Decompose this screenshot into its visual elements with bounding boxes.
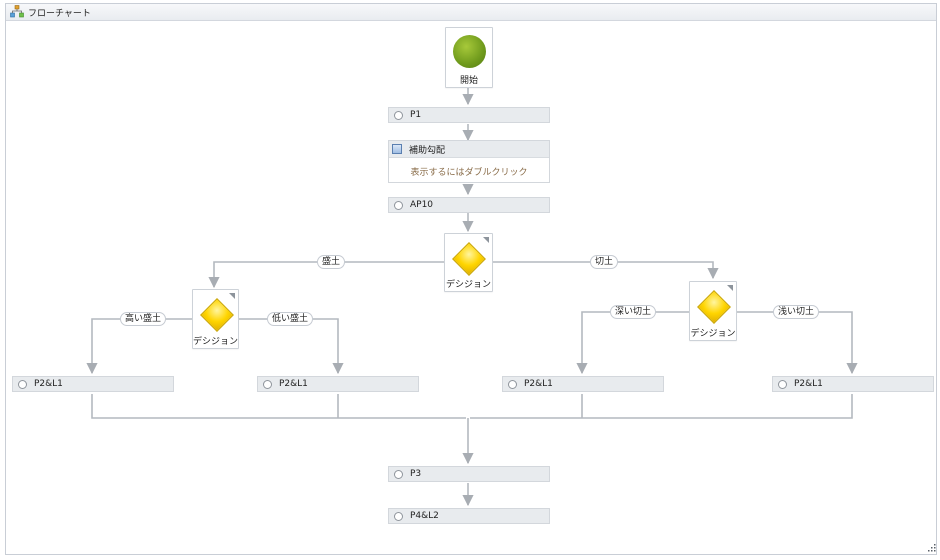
edge-merge-d [470, 394, 853, 419]
sequence-activity[interactable]: 補助勾配 表示するにはダブルクリック [388, 140, 550, 183]
edge-deep-cut [576, 311, 689, 375]
activity-p3[interactable]: P3 [388, 466, 550, 482]
resize-grip-icon[interactable] [926, 542, 936, 552]
flowchart-icon [10, 5, 24, 18]
sequence-icon [392, 144, 402, 154]
decision-label: デシジョン [445, 280, 491, 290]
decision-main[interactable]: デシジョン [444, 233, 493, 292]
activity-p1[interactable]: P1 [388, 107, 550, 123]
activity-ap10[interactable]: AP10 [388, 197, 550, 213]
activity-radio-icon [508, 380, 517, 389]
edge-label-cut: 切土 [589, 255, 619, 269]
edge-high-fill [86, 318, 192, 375]
edge-merge-a [91, 394, 466, 419]
decision-corner-marker [727, 285, 733, 291]
start-label: 開始 [459, 76, 478, 86]
edge-low-fill [239, 318, 344, 375]
edge-label-deep-cut: 深い切土 [609, 305, 657, 319]
activity-label: P2&L1 [794, 379, 823, 389]
activity-label: P2&L1 [34, 379, 63, 389]
activity-radio-icon [394, 111, 403, 120]
activity-label: P2&L1 [524, 379, 553, 389]
decision-label: デシジョン [690, 329, 736, 339]
decision-left[interactable]: デシジョン [192, 289, 239, 349]
activity-radio-icon [394, 201, 403, 210]
designer-title: フローチャート [28, 9, 91, 19]
activity-p2l1-d[interactable]: P2&L1 [772, 376, 934, 392]
edge-shallow-cut [737, 311, 858, 375]
decision-diamond-icon [452, 242, 486, 276]
activity-radio-icon [394, 470, 403, 479]
decision-label: デシジョン [193, 337, 239, 347]
sequence-hint: 表示するにはダブルクリック [410, 168, 528, 178]
decision-corner-marker [483, 237, 489, 243]
activity-p2l1-b[interactable]: P2&L1 [257, 376, 419, 392]
activity-label: AP10 [410, 200, 434, 210]
activity-p4l2[interactable]: P4&L2 [388, 508, 550, 524]
activity-label: P3 [410, 469, 422, 479]
activity-label: P2&L1 [279, 379, 308, 389]
edge-label-low-fill: 低い盛土 [266, 312, 314, 326]
start-circle-icon [453, 35, 486, 68]
sequence-title: 補助勾配 [409, 146, 446, 156]
edge-label-fill: 盛土 [316, 255, 346, 269]
edge-label-high-fill: 高い盛土 [119, 312, 167, 326]
activity-radio-icon [394, 512, 403, 521]
sequence-header: 補助勾配 [389, 141, 549, 158]
edge-cut [493, 261, 719, 280]
edge-label-shallow-cut: 浅い切土 [772, 305, 820, 319]
decision-diamond-icon [200, 298, 234, 332]
edge-fill [208, 261, 444, 289]
decision-diamond-icon [697, 290, 731, 324]
activity-label: P1 [410, 110, 422, 120]
activity-radio-icon [263, 380, 272, 389]
activity-radio-icon [18, 380, 27, 389]
activity-radio-icon [778, 380, 787, 389]
decision-corner-marker [229, 293, 235, 299]
activity-label: P4&L2 [410, 511, 439, 521]
activity-p2l1-a[interactable]: P2&L1 [12, 376, 174, 392]
designer-titlebar: フローチャート [6, 4, 936, 21]
start-node[interactable]: 開始 [445, 27, 493, 88]
decision-right[interactable]: デシジョン [689, 281, 737, 341]
activity-p2l1-c[interactable]: P2&L1 [502, 376, 664, 392]
